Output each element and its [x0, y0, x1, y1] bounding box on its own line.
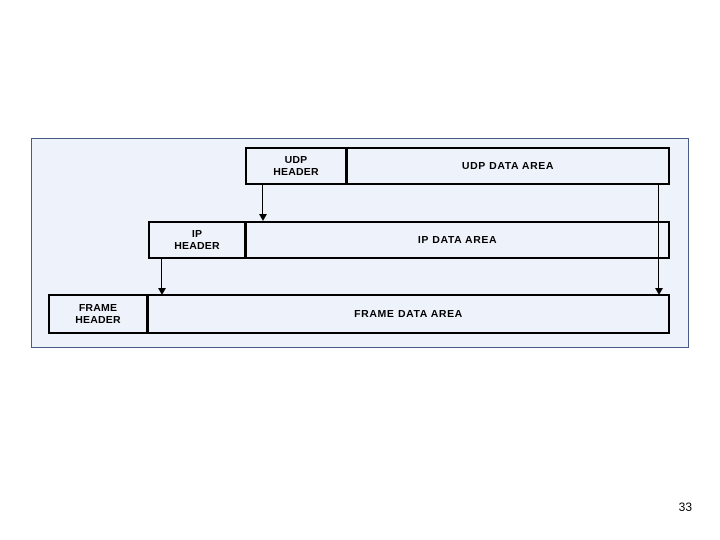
arrow-head [654, 288, 663, 295]
arrow-shaft [161, 259, 162, 288]
arrow-head [157, 288, 166, 295]
frame-data-area-box: FRAME DATA AREA [147, 294, 670, 334]
ip-data-area-box: IP DATA AREA [245, 221, 670, 259]
udp-data-area-box: UDP DATA AREA [346, 147, 670, 185]
page-number: 33 [678, 500, 692, 514]
frame-data-area-label: FRAME DATA AREA [354, 307, 463, 320]
arrow-shaft [262, 185, 263, 214]
udp-data-area-label: UDP DATA AREA [461, 159, 555, 172]
ip-data-area-label: IP DATA AREA [417, 233, 498, 246]
arrow-shaft [658, 185, 659, 288]
arrow-head [258, 214, 267, 221]
